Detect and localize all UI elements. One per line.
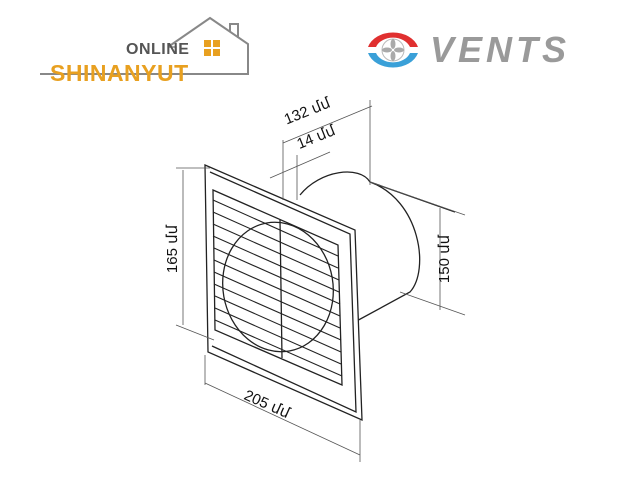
- vents-logo: VENTS: [360, 25, 620, 75]
- house-icon: [40, 16, 249, 75]
- logo-main-text: SHINANYUT: [50, 60, 189, 86]
- dim-duct-diameter: 150 մմ: [436, 234, 454, 284]
- vents-brand-text: VENTS: [430, 29, 571, 70]
- fan-emblem-icon: [368, 32, 418, 68]
- dim-height: 165 մմ: [164, 224, 182, 274]
- logo-online-text: ONLINE: [126, 41, 190, 58]
- shinanyut-logo: ONLINE SHINANYUT: [40, 14, 270, 86]
